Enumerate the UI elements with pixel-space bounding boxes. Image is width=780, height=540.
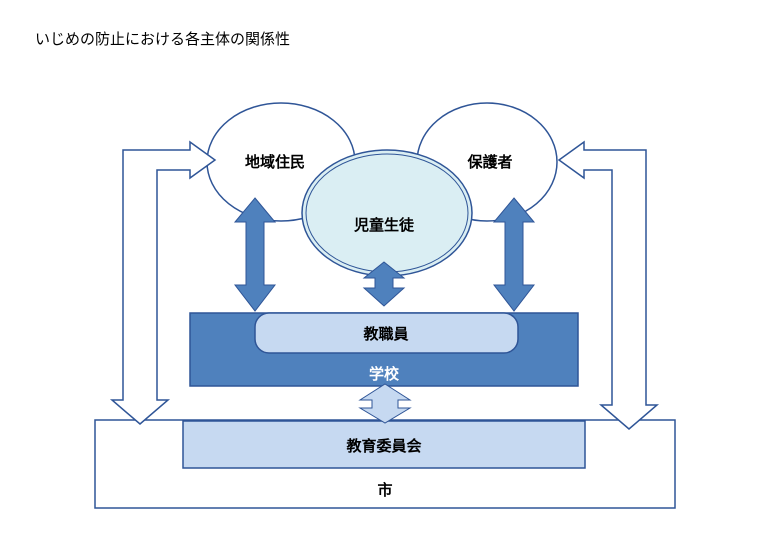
city-community-arrow bbox=[109, 140, 217, 425]
board-label: 教育委員会 bbox=[345, 437, 421, 455]
staff-label: 教職員 bbox=[362, 325, 408, 343]
students-label: 児童生徒 bbox=[353, 216, 415, 234]
page-title: いじめの防止における各主体の関係性 bbox=[35, 30, 291, 48]
city-label: 市 bbox=[377, 481, 392, 499]
students-ellipse bbox=[301, 149, 473, 277]
community-staff-arrow bbox=[233, 197, 277, 312]
students-staff-arrow bbox=[362, 261, 406, 307]
guardians-label: 保護者 bbox=[466, 153, 512, 171]
board-box bbox=[182, 420, 586, 469]
community-label: 地域住民 bbox=[245, 153, 305, 171]
school-board-arrow bbox=[358, 383, 412, 424]
city-guardians-arrow bbox=[557, 140, 660, 430]
guardians-staff-arrow bbox=[492, 197, 536, 312]
staff-box bbox=[254, 312, 519, 354]
school-label: 学校 bbox=[369, 365, 400, 383]
